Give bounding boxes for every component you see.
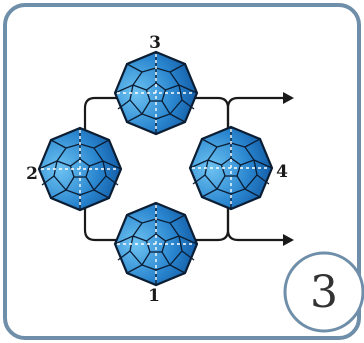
diagram-frame (3, 3, 361, 340)
connector-2-to-1 (83, 208, 118, 242)
fullerene-icon (188, 125, 274, 211)
node-label-1: 1 (148, 286, 160, 306)
connector-2-to-3 (83, 96, 118, 130)
node-label-3: 3 (149, 33, 161, 53)
fullerene-icon (113, 201, 199, 287)
fullerene-icon (37, 126, 123, 212)
output-line-bottom (226, 208, 286, 242)
node-label-4: 4 (276, 162, 288, 182)
node-label-2: 2 (26, 164, 38, 184)
connector-lines (83, 96, 286, 242)
corner-badge (283, 251, 364, 333)
arrowhead-icon (283, 234, 294, 246)
fullerene-icon (113, 50, 199, 136)
output-line-top (226, 96, 286, 128)
corner-badge-number: 3 (310, 267, 338, 318)
arrowhead-icon (283, 92, 294, 104)
